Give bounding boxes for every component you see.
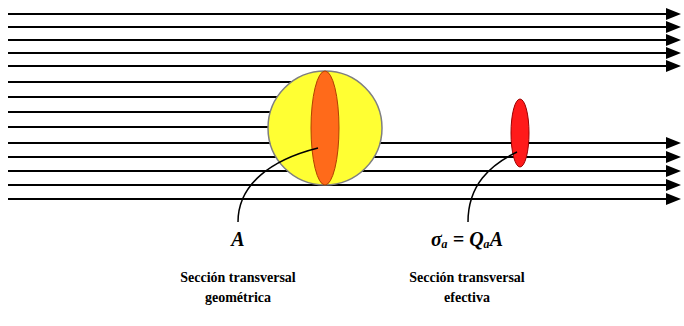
symbol-label: A	[231, 228, 244, 251]
light-rays	[8, 14, 670, 199]
effective-section	[511, 99, 529, 167]
caption-label: Sección transversal geométrica	[163, 268, 313, 308]
leader-line	[238, 148, 318, 222]
geometric-section	[311, 71, 339, 185]
ray-arrowheads	[666, 8, 681, 205]
symbol-label: σₐ = QₐA	[431, 228, 503, 251]
caption-label: Sección transversal efectiva	[402, 268, 532, 308]
particle-sphere	[268, 71, 382, 185]
leader-line	[468, 152, 517, 222]
